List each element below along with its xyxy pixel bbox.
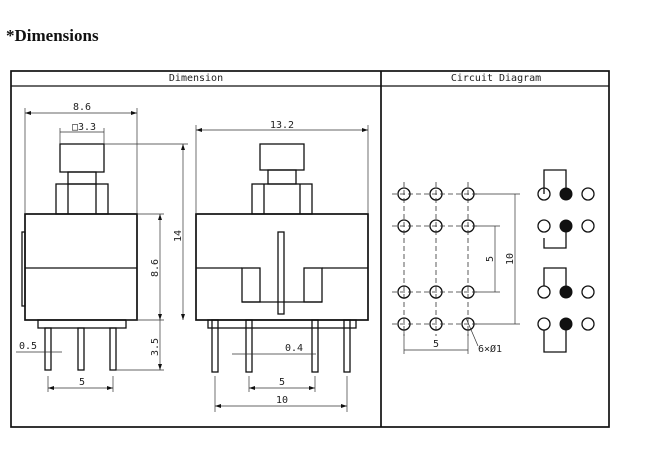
front-button-cap bbox=[59, 143, 105, 173]
front-plunger bbox=[67, 171, 97, 185]
front-pin-width-label: 0.5 bbox=[19, 341, 37, 352]
side-height-label: 14 bbox=[173, 230, 184, 242]
schematic-switch-2 bbox=[537, 267, 595, 353]
front-base bbox=[37, 319, 127, 329]
front-pin-length-label: 3.5 bbox=[150, 338, 161, 356]
side-width-label: 13.2 bbox=[270, 120, 294, 131]
side-pitch-label: 5 bbox=[279, 377, 285, 388]
schematic-switch-1 bbox=[537, 169, 595, 249]
side-base bbox=[207, 319, 357, 329]
front-pitch-label: 5 bbox=[79, 377, 85, 388]
front-height-label: 8.6 bbox=[150, 259, 161, 277]
footprint-hole-note: 6×Ø1 bbox=[478, 343, 502, 355]
front-collar bbox=[55, 183, 109, 215]
pcb-footprint: 10 5 5 6×Ø1 bbox=[392, 182, 520, 355]
front-view: 8.6 □3.3 8.6 3.5 0.5 5 bbox=[16, 102, 164, 392]
side-pin-width-label: 0.4 bbox=[285, 343, 303, 354]
side-pins bbox=[211, 319, 351, 373]
dimension-header: Dimension bbox=[169, 73, 223, 84]
side-plunger bbox=[267, 169, 297, 185]
front-width-label: 8.6 bbox=[73, 102, 91, 113]
side-span-label: 10 bbox=[276, 395, 288, 406]
footprint-row-pitch-label: 5 bbox=[485, 256, 496, 262]
front-pins bbox=[44, 327, 117, 371]
front-button-label: □3.3 bbox=[72, 122, 96, 133]
side-collar bbox=[251, 183, 313, 215]
front-body bbox=[24, 213, 138, 321]
side-body bbox=[195, 213, 369, 321]
side-button-cap bbox=[259, 143, 305, 171]
footprint-row-span-label: 10 bbox=[505, 253, 516, 265]
outer-frame bbox=[10, 70, 610, 428]
side-view: 13.2 14 0.4 5 10 bbox=[104, 120, 369, 412]
circuit-header: Circuit Diagram bbox=[451, 73, 541, 84]
page-title: *Dimensions bbox=[6, 26, 99, 45]
switch-schematic bbox=[537, 169, 595, 353]
footprint-col-pitch-label: 5 bbox=[433, 339, 439, 350]
